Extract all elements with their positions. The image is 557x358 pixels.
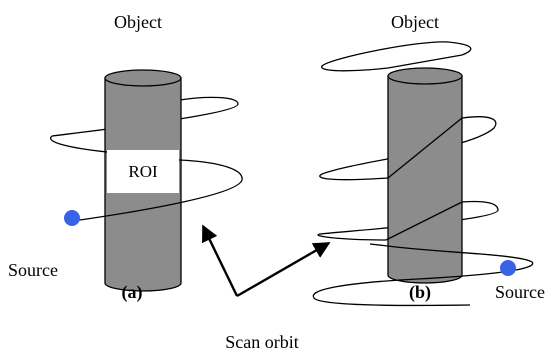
- source-label-b: Source: [495, 282, 545, 302]
- scan-orbit-b-front-4: [312, 243, 534, 307]
- source-dot-a: [64, 210, 80, 226]
- scan-orbit-a-front-1: [49, 135, 108, 153]
- source-label-a: Source: [8, 260, 58, 280]
- object-cylinder-b-top: [387, 67, 463, 85]
- pointer-arrow-a: [201, 224, 239, 297]
- scan-orbit-pointer: Scan orbit: [201, 224, 331, 352]
- panel-label-a: (a): [122, 282, 143, 303]
- source-dot-b: [500, 260, 516, 276]
- scan-orbit-b-back-1: [321, 41, 472, 72]
- object-label-b: Object: [391, 12, 439, 32]
- object-label-a: Object: [114, 12, 162, 32]
- panel-a: ROI Object Source (a): [8, 12, 243, 303]
- scan-orbit-b-front-2: [387, 117, 463, 179]
- scan-orbit-b-front-1: [387, 54, 463, 69]
- scan-orbit-label: Scan orbit: [225, 332, 299, 352]
- scan-orbit-a-front-2: [72, 159, 243, 222]
- scan-orbit-a-back-1: [179, 96, 239, 105]
- roi-box: [107, 150, 179, 193]
- pointer-arrow-b: [236, 241, 331, 298]
- panel-label-b: (b): [409, 282, 431, 303]
- panel-b: Object Source (b): [312, 12, 545, 307]
- object-cylinder-a-top: [104, 69, 182, 87]
- scan-orbit-b-front-3: [385, 201, 463, 241]
- roi-label: ROI: [128, 162, 158, 181]
